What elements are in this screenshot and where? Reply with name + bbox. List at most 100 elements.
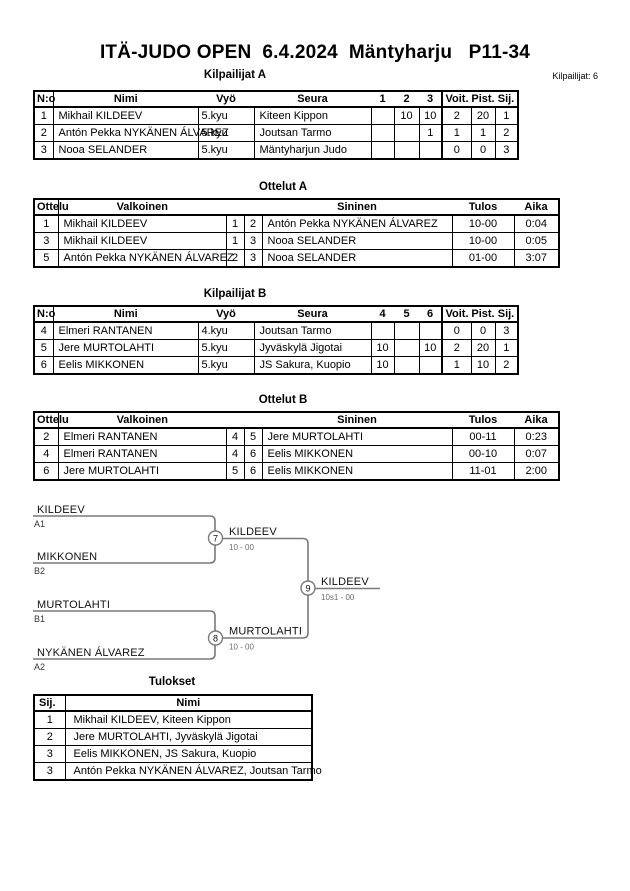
table-row: 1 Mikhail KILDEEV 5.kyu Kiteen Kippon 10… <box>33 106 519 125</box>
col-header-n1 <box>226 199 244 216</box>
cell-valkoinen: Elmeri RANTANEN <box>57 427 227 446</box>
col-header-3: 3 <box>419 91 442 108</box>
cell-1 <box>370 124 395 142</box>
cell-vyo: 5.kyu <box>197 124 255 142</box>
cell-aika: 2:00 <box>513 462 560 481</box>
cell-n1: 1 <box>225 232 245 250</box>
cell-nimi: Jere MURTOLAHTI, Jyväskylä Jigotai <box>64 728 313 746</box>
cell-n2: 6 <box>243 445 263 463</box>
cell-5 <box>393 356 420 375</box>
cell-aika: 3:07 <box>513 249 560 268</box>
table-row: 5 Antón Pekka NYKÄNEN ÁLVAREZ 2 3 Nooa S… <box>33 249 560 268</box>
col-header-1: 1 <box>371 91 394 108</box>
table-row: 3 Mikhail KILDEEV 1 3 Nooa SELANDER 10-0… <box>33 232 560 250</box>
col-header-pist: Pist. <box>471 91 495 108</box>
cell-seura: Mäntyharjun Judo <box>253 141 372 160</box>
kilpailijat-b-heading: Kilpailijat B <box>203 288 267 300</box>
cell-1 <box>370 106 395 125</box>
cell-nimi: Eelis MIKKONEN, JS Sakura, Kuopio <box>64 745 313 763</box>
cell-pist: 0 <box>470 141 496 160</box>
cell-2 <box>393 141 420 160</box>
cell-sininen: Eelis MIKKONEN <box>261 462 453 481</box>
cell-sininen: Nooa SELANDER <box>261 232 453 250</box>
cell-ottelu: 6 <box>33 462 59 481</box>
cell-sininen: Eelis MIKKONEN <box>261 445 453 463</box>
col-header-valkoinen: Valkoinen <box>58 199 226 216</box>
cell-5 <box>393 321 420 340</box>
cell-sij: 1 <box>33 710 66 729</box>
cell-n2: 3 <box>243 232 263 250</box>
col-header-vyo: Vyö <box>198 306 254 323</box>
cell-pist: 1 <box>470 124 496 142</box>
cell-pist: 20 <box>470 106 496 125</box>
tulokset-heading: Tulokset <box>148 676 196 688</box>
match-number: 9 <box>305 584 310 594</box>
col-header-seura: Seura <box>254 306 371 323</box>
cell-n2: 2 <box>243 214 263 233</box>
cell-valkoinen: Jere MURTOLAHTI <box>57 462 227 481</box>
col-header-sij: Sij. <box>34 695 66 712</box>
cell-tulos: 00-10 <box>451 445 515 463</box>
cell-aika: 0:05 <box>513 232 560 250</box>
cell-n1: 5 <box>225 462 245 481</box>
cell-no: 2 <box>33 124 54 142</box>
cell-nimi: Antón Pekka NYKÄNEN ÁLVAREZ, Joutsan Tar… <box>64 762 322 781</box>
col-header-aika: Aika <box>514 199 559 216</box>
col-header-nimi: Nimi <box>53 91 198 108</box>
cell-aika: 0:23 <box>513 427 560 446</box>
cell-pist: 20 <box>470 339 496 357</box>
cell-ottelu: 4 <box>33 445 59 463</box>
table-header-row: N:o Nimi Vyö Seura 4 5 6 Voit. Pist. Sij… <box>34 306 518 323</box>
cell-n1: 4 <box>225 445 245 463</box>
cell-sij: 2 <box>494 356 519 375</box>
col-header-voit: Voit. <box>441 306 471 323</box>
match-8-circle <box>207 630 224 646</box>
cell-3: 10 <box>418 106 443 125</box>
cell-voit: 0 <box>441 321 472 340</box>
table-row: 4 Elmeri RANTANEN 4.kyu Joutsan Tarmo 0 … <box>33 321 519 340</box>
kilpailijat-a-table: N:o Nimi Vyö Seura 1 2 3 Voit. Pist. Sij… <box>33 90 519 160</box>
cell-3 <box>418 141 443 160</box>
cell-voit: 1 <box>441 124 472 142</box>
cell-nimi: Mikhail KILDEEV <box>52 106 199 125</box>
match-winner-name: KILDEEV <box>229 526 277 538</box>
cell-sininen: Antón Pekka NYKÄNEN ÁLVAREZ <box>261 214 453 233</box>
bracket-line-a2 <box>33 645 216 660</box>
cell-valkoinen: Mikhail KILDEEV <box>57 214 227 233</box>
col-header-seura: Seura <box>254 91 371 108</box>
kilpailijat-a-heading: Kilpailijat A <box>203 69 267 81</box>
cell-seura: JS Sakura, Kuopio <box>253 356 372 375</box>
cell-6 <box>418 321 443 340</box>
cell-tulos: 10-00 <box>451 214 515 233</box>
col-header-pist: Pist. <box>471 306 495 323</box>
cell-vyo: 5.kyu <box>197 356 255 375</box>
table-header-row: Ottelu Valkoinen Sininen Tulos Aika <box>34 412 559 429</box>
cell-4 <box>370 321 395 340</box>
competitors-count-label: Kilpailijat: 6 <box>552 71 598 81</box>
cell-sij: 3 <box>494 321 519 340</box>
table-row: 1 Mikhail KILDEEV 1 2 Antón Pekka NYKÄNE… <box>33 214 560 233</box>
cell-no: 4 <box>33 321 54 340</box>
table-row: 2 Elmeri RANTANEN 4 5 Jere MURTOLAHTI 00… <box>33 427 560 446</box>
cell-sij: 1 <box>494 106 519 125</box>
bracket-line-b1 <box>33 610 216 631</box>
match-score: 10s1 - 00 <box>321 593 355 602</box>
cell-nimi: Nooa SELANDER <box>52 141 199 160</box>
cell-ottelu: 1 <box>33 214 59 233</box>
table-row: 6 Jere MURTOLAHTI 5 6 Eelis MIKKONEN 11-… <box>33 462 560 481</box>
cell-sij: 3 <box>33 745 66 763</box>
cell-sininen: Nooa SELANDER <box>261 249 453 268</box>
bracket-entry-seed: A1 <box>34 519 45 529</box>
cell-seura: Kiteen Kippon <box>253 106 372 125</box>
kilpailijat-b-table: N:o Nimi Vyö Seura 4 5 6 Voit. Pist. Sij… <box>33 305 519 375</box>
cell-tulos: 00-11 <box>451 427 515 446</box>
cell-sij: 2 <box>33 728 66 746</box>
col-header-sininen: Sininen <box>262 412 452 429</box>
cell-tulos: 11-01 <box>451 462 515 481</box>
match-score: 10 - 00 <box>229 643 254 652</box>
cell-sij: 2 <box>494 124 519 142</box>
col-header-5: 5 <box>394 306 419 323</box>
table-row: 3 Antón Pekka NYKÄNEN ÁLVAREZ, Joutsan T… <box>33 762 322 781</box>
col-header-4: 4 <box>371 306 394 323</box>
cell-nimi: Mikhail KILDEEV, Kiteen Kippon <box>64 710 313 729</box>
